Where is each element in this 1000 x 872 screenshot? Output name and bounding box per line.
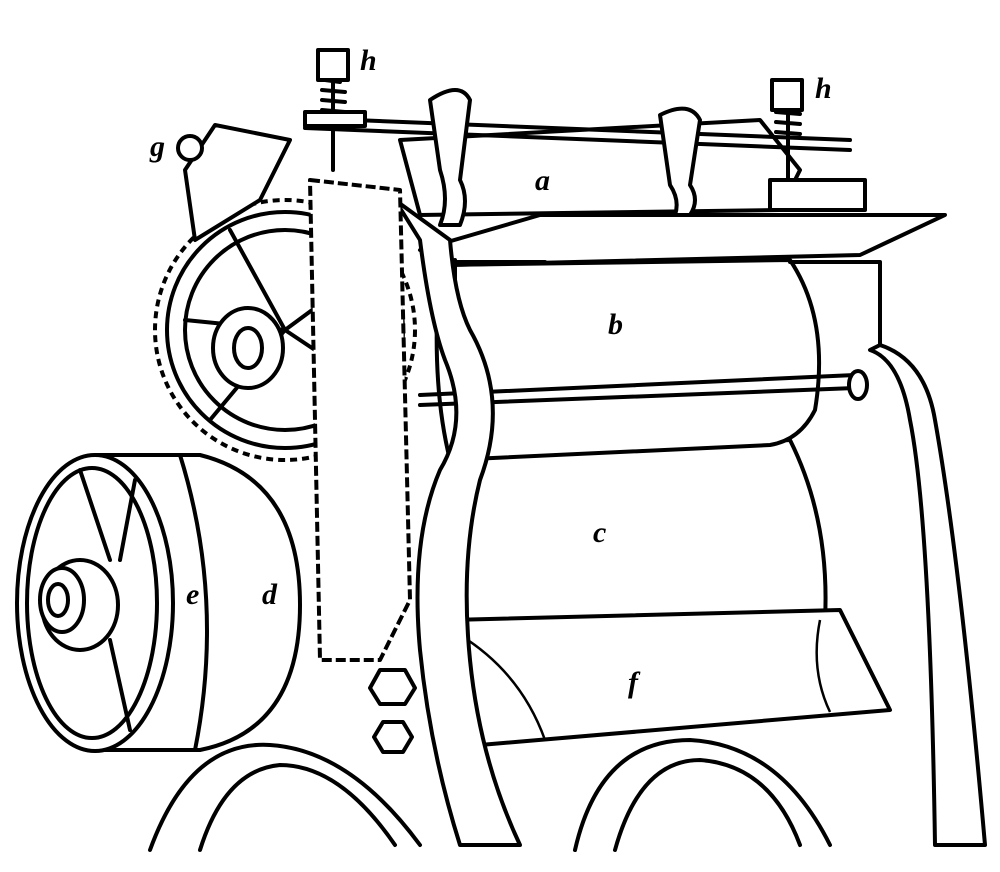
label-g: g bbox=[150, 130, 165, 163]
trough-f bbox=[448, 608, 892, 747]
label-h-left: h bbox=[360, 44, 377, 77]
pulley bbox=[15, 453, 302, 753]
nut bbox=[368, 668, 417, 706]
adjusting-screw-right bbox=[768, 78, 867, 212]
label-e: e bbox=[186, 578, 200, 611]
label-c: c bbox=[593, 516, 607, 549]
gear-rack bbox=[308, 178, 412, 662]
nut bbox=[372, 720, 414, 754]
roller-b bbox=[434, 258, 822, 462]
stand-frame bbox=[148, 738, 832, 852]
left-side-frame bbox=[393, 198, 522, 847]
label-d: d bbox=[262, 578, 277, 611]
label-a: a bbox=[535, 164, 550, 197]
hopper-a bbox=[418, 213, 947, 267]
adjusting-screw-left bbox=[303, 48, 367, 172]
label-h-right: h bbox=[815, 72, 832, 105]
bracket-g bbox=[183, 123, 292, 242]
label-b: b bbox=[608, 308, 623, 341]
right-side-frame bbox=[868, 343, 987, 847]
label-f: f bbox=[628, 666, 638, 699]
